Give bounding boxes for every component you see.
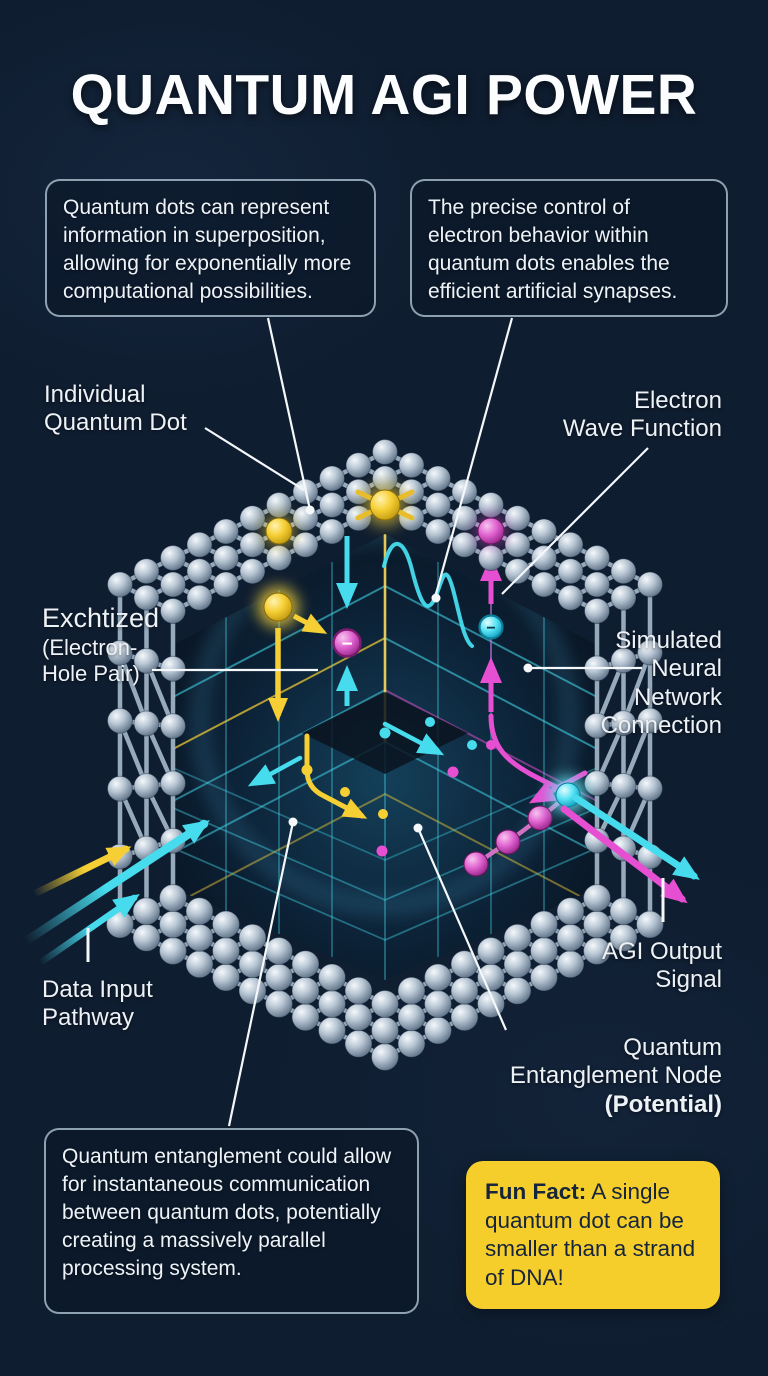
label-agi-output-signal: AGI Output Signal (540, 938, 722, 995)
electron-negative-icon (332, 628, 362, 658)
magenta-quantum-dot-highlight (474, 514, 508, 548)
label-neural-connection: Simulated Neural Network Connection (560, 627, 722, 740)
callout-entanglement-text: Quantum entanglement could allow for ins… (62, 1145, 392, 1280)
exciton-electron-hole-pair (257, 586, 328, 722)
label-line: Individual (44, 381, 146, 408)
label-line: Entanglement Node (509, 1062, 722, 1090)
label-line: AGI Output (601, 938, 722, 965)
electron-transition-arrows: − (332, 536, 362, 706)
label-line: Simulated (615, 627, 722, 654)
label-line: Electron (633, 387, 722, 414)
label-line: Pathway (42, 1004, 135, 1032)
electron-charge-symbol: − (341, 634, 352, 655)
label-entanglement-node: Quantum Entanglement Node (Potential) (440, 1034, 722, 1119)
diagram-overlay (21, 317, 700, 1127)
callout-connector-lines (86, 317, 665, 1127)
page-title: QUANTUM AGI POWER (70, 63, 698, 127)
label-line: Connection (600, 711, 722, 739)
label-line: Signal (655, 966, 722, 994)
label-line: Data Input (42, 976, 153, 1003)
fun-fact-text: A single quantum dot can be smaller than… (485, 1179, 696, 1290)
fun-fact-prefix: Fun Fact: (485, 1179, 587, 1204)
label-exciton: Exchtized (Electron- Hole Pair) (42, 603, 159, 687)
label-data-input-pathway: Data Input Pathway (42, 976, 153, 1033)
electron-charge-symbol: − (486, 620, 495, 637)
callout-synapses: The precise control of electron behavior… (410, 179, 728, 317)
callout-synapses-text: The precise control of electron behavior… (428, 196, 678, 303)
label-line: Quantum Dot (44, 409, 187, 437)
lattice-interior-cavity: − − (173, 531, 597, 980)
label-individual-quantum-dot: Individual Quantum Dot (44, 381, 187, 438)
label-line: (Electron- (42, 634, 138, 660)
label-line: Quantum (623, 1034, 722, 1061)
label-line: Exchtized (42, 603, 160, 633)
magenta-signal-channel: − (478, 531, 504, 712)
quantum-entanglement-node (549, 776, 587, 814)
fun-fact-box: Fun Fact: A single quantum dot can be sm… (466, 1161, 720, 1310)
label-line: (Potential) (604, 1090, 722, 1118)
callout-entanglement: Quantum entanglement could allow for ins… (44, 1128, 419, 1314)
exciton-to-electron-arrow (292, 613, 328, 634)
callout-superposition: Quantum dots can represent information i… (45, 179, 376, 317)
label-line: Wave Function (562, 415, 722, 443)
individual-quantum-dot-highlight (355, 483, 415, 527)
label-electron-wave-function: Electron Wave Function (540, 387, 722, 444)
label-line: Network (633, 683, 722, 711)
electron-negative-icon (478, 614, 504, 640)
label-line: Neural (651, 655, 722, 683)
callout-superposition-text: Quantum dots can represent information i… (63, 196, 352, 303)
label-line: Hole Pair) (42, 660, 140, 686)
secondary-quantum-dot-highlight (261, 513, 297, 549)
